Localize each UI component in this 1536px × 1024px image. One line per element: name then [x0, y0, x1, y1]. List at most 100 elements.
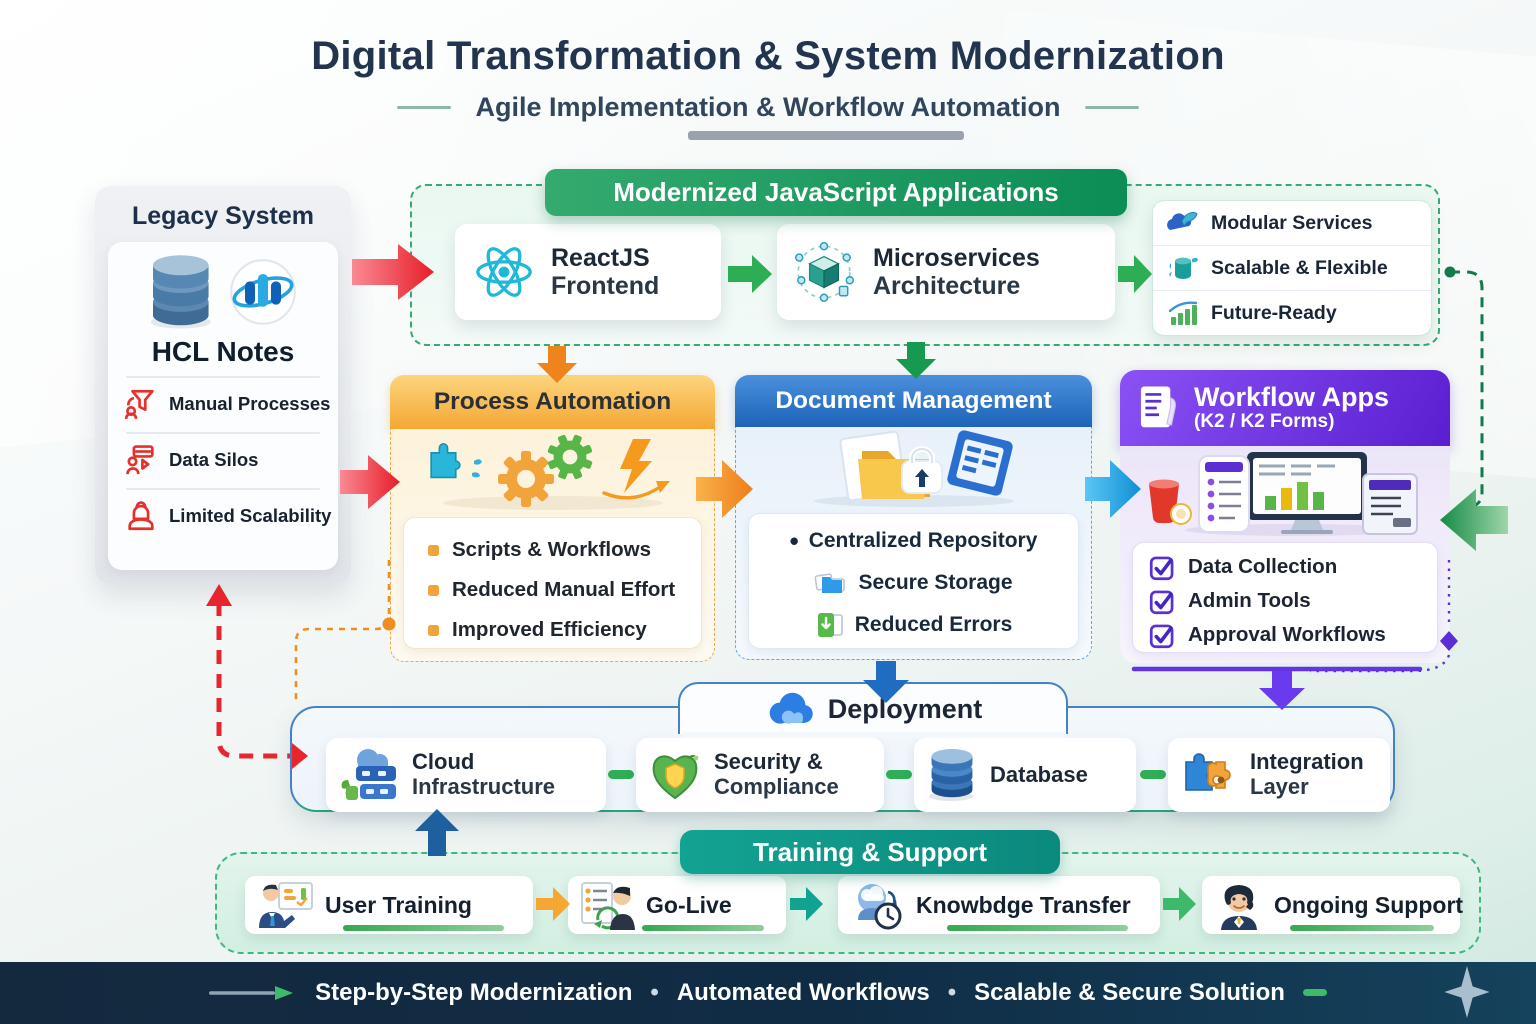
- folder-lock-art: [736, 429, 1091, 509]
- card-label-line1: Database: [990, 761, 1088, 787]
- divider: [126, 488, 320, 490]
- training-card-underline: [342, 925, 505, 931]
- process-automation-list: Scripts & Workflows Reduced Manual Effor…: [403, 517, 702, 649]
- training-step-label: User Training: [325, 891, 472, 918]
- list-item: Admin Tools: [1149, 584, 1437, 618]
- security-shield-icon: [648, 748, 702, 802]
- coffee-cup-icon: [1149, 479, 1192, 525]
- list-item: Reduced Manual Effort: [428, 570, 701, 610]
- arrow-training-to-deployment: [415, 809, 459, 856]
- benefit-label: Future-Ready: [1211, 301, 1337, 324]
- list-item: Approval Workflows: [1149, 618, 1437, 652]
- document-management-title: Document Management: [775, 387, 1052, 414]
- microservices-cube-icon: [791, 239, 857, 305]
- workflow-apps-header: Workflow Apps (K2 / K2 Forms): [1120, 370, 1450, 446]
- benefit-row: Future-Ready: [1153, 290, 1431, 335]
- integration-layer-card: Integration Layer: [1168, 738, 1390, 812]
- process-automation-title: Process Automation: [433, 388, 672, 415]
- card-label-line1: Integration: [1250, 749, 1364, 775]
- footer-item: Scalable & Secure Solution: [974, 979, 1285, 1006]
- document-management-box: Document Management: [735, 375, 1092, 660]
- training-card-underline: [1289, 925, 1435, 931]
- secure-folder-icon: [814, 569, 848, 597]
- legacy-issue-row: Limited Scalability: [124, 494, 332, 538]
- process-automation-header: Process Automation: [390, 375, 715, 429]
- training-step-label: Ongoing Support: [1274, 891, 1464, 918]
- arrow-into-workflow-apps: [1440, 489, 1508, 551]
- connector-benefits-to-workflow: [1440, 266, 1508, 551]
- cloud-server-icon: [338, 746, 400, 804]
- benefits-card: Modular Services Scalable & Flexible: [1152, 200, 1432, 336]
- subtitle-right-line: [1084, 106, 1139, 109]
- page-subtitle-row: Agile Implementation & Workflow Automati…: [0, 92, 1536, 123]
- legacy-system-card: HCL Notes Manual Processes Dat: [108, 242, 338, 570]
- card-label-line1: Microservices: [873, 244, 1040, 272]
- limited-capacity-icon: [124, 499, 158, 533]
- user-training-card: User Training: [245, 876, 533, 934]
- training-support-banner: Training & Support: [680, 830, 1060, 874]
- knowledge-transfer-card: Knowbdge Transfer: [838, 876, 1160, 934]
- legacy-system-panel: Legacy System: [95, 186, 351, 584]
- legacy-issue-row: Data Silos: [124, 438, 332, 482]
- benefit-label: Modular Services: [1211, 211, 1373, 234]
- puzzle-pieces-icon: [1180, 750, 1238, 800]
- sparkle-icon: [1444, 966, 1490, 1018]
- document-management-header: Document Management: [735, 375, 1092, 427]
- list-item: • Centralized Repository: [790, 520, 1038, 562]
- card-label-line2: Layer: [1250, 774, 1309, 799]
- growth-chart-icon: [1167, 299, 1199, 327]
- item-label: Improved Efficiency: [452, 618, 647, 641]
- lightning-icon: [619, 439, 652, 493]
- microservices-card: Microservices Architecture: [777, 224, 1115, 320]
- footer-bar: Step-by-Step Modernization • Automated W…: [0, 962, 1536, 1024]
- footer-dash-icon: [1302, 989, 1327, 997]
- square-bullet: [428, 584, 439, 596]
- training-step-label: Knowbdge Transfer: [916, 891, 1131, 918]
- checkbox-checked-icon: [1149, 622, 1176, 649]
- card-label-line1: ReactJS: [551, 244, 650, 272]
- cloud-icon: [764, 691, 816, 727]
- divider: [126, 376, 320, 378]
- item-label: Data Collection: [1188, 555, 1338, 578]
- workflow-apps-list: Data Collection Admin Tools Approval Wor…: [1132, 542, 1438, 653]
- document-management-list: • Centralized Repository Secure Storage: [748, 513, 1079, 649]
- legacy-system-name: HCL Notes: [151, 336, 295, 367]
- deployment-title: Deployment: [827, 693, 983, 724]
- legacy-issue-label: Limited Scalability: [169, 505, 332, 526]
- hcl-notes-logo: [227, 255, 299, 331]
- ongoing-support-card: Ongoing Support: [1202, 876, 1464, 934]
- card-label-line2: Compliance: [714, 774, 839, 799]
- modernized-apps-banner-label: Modernized JavaScript Applications: [613, 177, 1059, 207]
- automation-gears-art: [391, 431, 714, 513]
- card-label-line2: Architecture: [873, 272, 1021, 300]
- card-label-line2: Infrastructure: [412, 774, 556, 799]
- square-bullet: [428, 544, 439, 556]
- item-label: Reduced Manual Effort: [452, 578, 676, 601]
- training-step-label: Go-Live: [646, 891, 732, 918]
- cloud-infrastructure-card: Cloud Infrastructure: [326, 738, 606, 812]
- data-silo-icon: [124, 443, 158, 477]
- legacy-art: [108, 252, 338, 334]
- item-label: Scripts & Workflows: [452, 538, 651, 561]
- divider: [126, 432, 320, 434]
- go-live-card: Go-Live: [568, 876, 786, 934]
- scalable-container-icon: [1167, 253, 1199, 283]
- workflow-apps-body: Data Collection Admin Tools Approval Wor…: [1120, 446, 1450, 663]
- bullet-dot: •: [789, 526, 799, 556]
- subtitle-left-line: [397, 106, 452, 109]
- legacy-system-title: Legacy System: [131, 202, 315, 230]
- benefit-row: Scalable & Flexible: [1153, 245, 1431, 290]
- workflow-dashboard-art: [1120, 448, 1450, 538]
- deployment-connector-dash: [1140, 770, 1166, 779]
- form-document-icon: [1136, 382, 1182, 434]
- item-label: Centralized Repository: [808, 529, 1038, 552]
- footer-separator: •: [650, 979, 659, 1006]
- knowledge-cloud-clock-icon: [850, 880, 906, 930]
- footer-item: Automated Workflows: [676, 979, 930, 1006]
- legacy-issue-label: Data Silos: [169, 449, 259, 470]
- curved-arrow-icon: [601, 485, 662, 500]
- database-cylinder-icon: [926, 747, 978, 803]
- workflow-apps-title: Workflow Apps: [1194, 381, 1389, 412]
- benefit-row: Modular Services: [1153, 201, 1431, 245]
